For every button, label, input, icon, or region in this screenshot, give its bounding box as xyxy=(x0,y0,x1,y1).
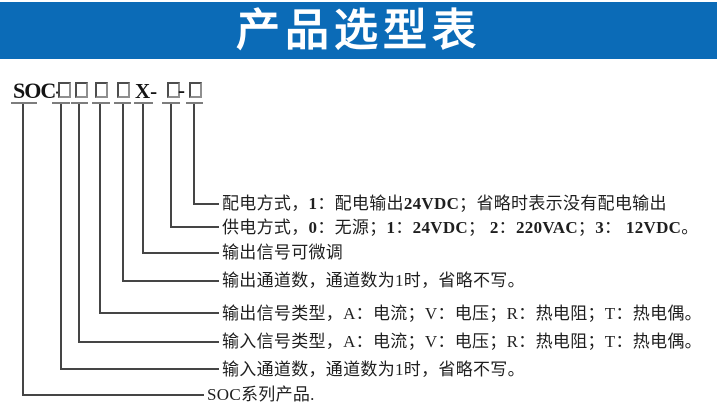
connector-tbar xyxy=(11,102,37,104)
code-placeholder-box-2 xyxy=(75,82,88,98)
connector-vertical-line xyxy=(78,104,80,342)
code-placeholder-box-4 xyxy=(117,82,130,98)
code-placeholder-box-1 xyxy=(58,82,71,98)
page-title: 产品选型表 xyxy=(236,5,481,55)
connector-horizontal-line xyxy=(170,226,219,228)
connector-horizontal-line xyxy=(22,393,204,396)
code-placeholder-box-5 xyxy=(167,82,180,98)
connector-tbar xyxy=(114,102,131,104)
connector-vertical-line xyxy=(121,104,124,281)
connector-vertical-line xyxy=(141,104,144,253)
connector-vertical-line xyxy=(192,104,195,204)
connector-vertical-line xyxy=(60,104,62,369)
connector-vertical-line xyxy=(99,104,101,313)
connector-tbar xyxy=(92,102,110,104)
connector-horizontal-line xyxy=(99,312,219,314)
legend-row-input-signal-type: 输入信号类型，A：电流；V：电压；R：热电阻；T：热电偶。 xyxy=(222,332,702,351)
legend-row-output-signal-type: 输出信号类型，A：电流；V：电压；R：热电阻；T：热电偶。 xyxy=(222,303,702,323)
connector-vertical-line xyxy=(22,104,24,395)
code-placeholder-box-6 xyxy=(189,82,202,98)
header-banner: 产品选型表 xyxy=(0,2,717,59)
code-placeholder-box-3 xyxy=(95,82,108,98)
connector-tbar xyxy=(162,102,180,104)
connector-tbar xyxy=(134,102,153,104)
model-code-prefix: SOC- xyxy=(13,78,63,103)
connector-horizontal-line xyxy=(78,340,219,343)
legend-row-input-channels: 输入通道数，通道数为1时，省略不写。 xyxy=(222,359,525,379)
model-code-separator: - xyxy=(178,78,185,102)
connector-tbar xyxy=(186,102,203,104)
connector-tbar xyxy=(71,102,88,104)
legend-row-output-channels: 输出通道数，通道数为1时，省略不写。 xyxy=(222,271,525,290)
legend-row-output-trim: 输出信号可微调 xyxy=(222,243,344,262)
connector-horizontal-line xyxy=(141,251,219,254)
connector-vertical-line xyxy=(170,104,172,227)
connector-horizontal-line xyxy=(121,279,219,282)
legend-row-supply-mode: 供电方式，0：无源；1：24VDC； 2：220VAC；3： 12VDC。 xyxy=(222,217,699,237)
model-code-x: X- xyxy=(135,79,158,103)
legend-row-distribution-mode: 配电方式，1：配电输出24VDC；省略时表示没有配电输出 xyxy=(222,194,667,213)
connector-horizontal-line xyxy=(60,368,219,370)
legend-row-series: SOC系列产品. xyxy=(207,385,315,404)
connector-tbar xyxy=(52,102,70,104)
connector-horizontal-line xyxy=(192,202,219,205)
